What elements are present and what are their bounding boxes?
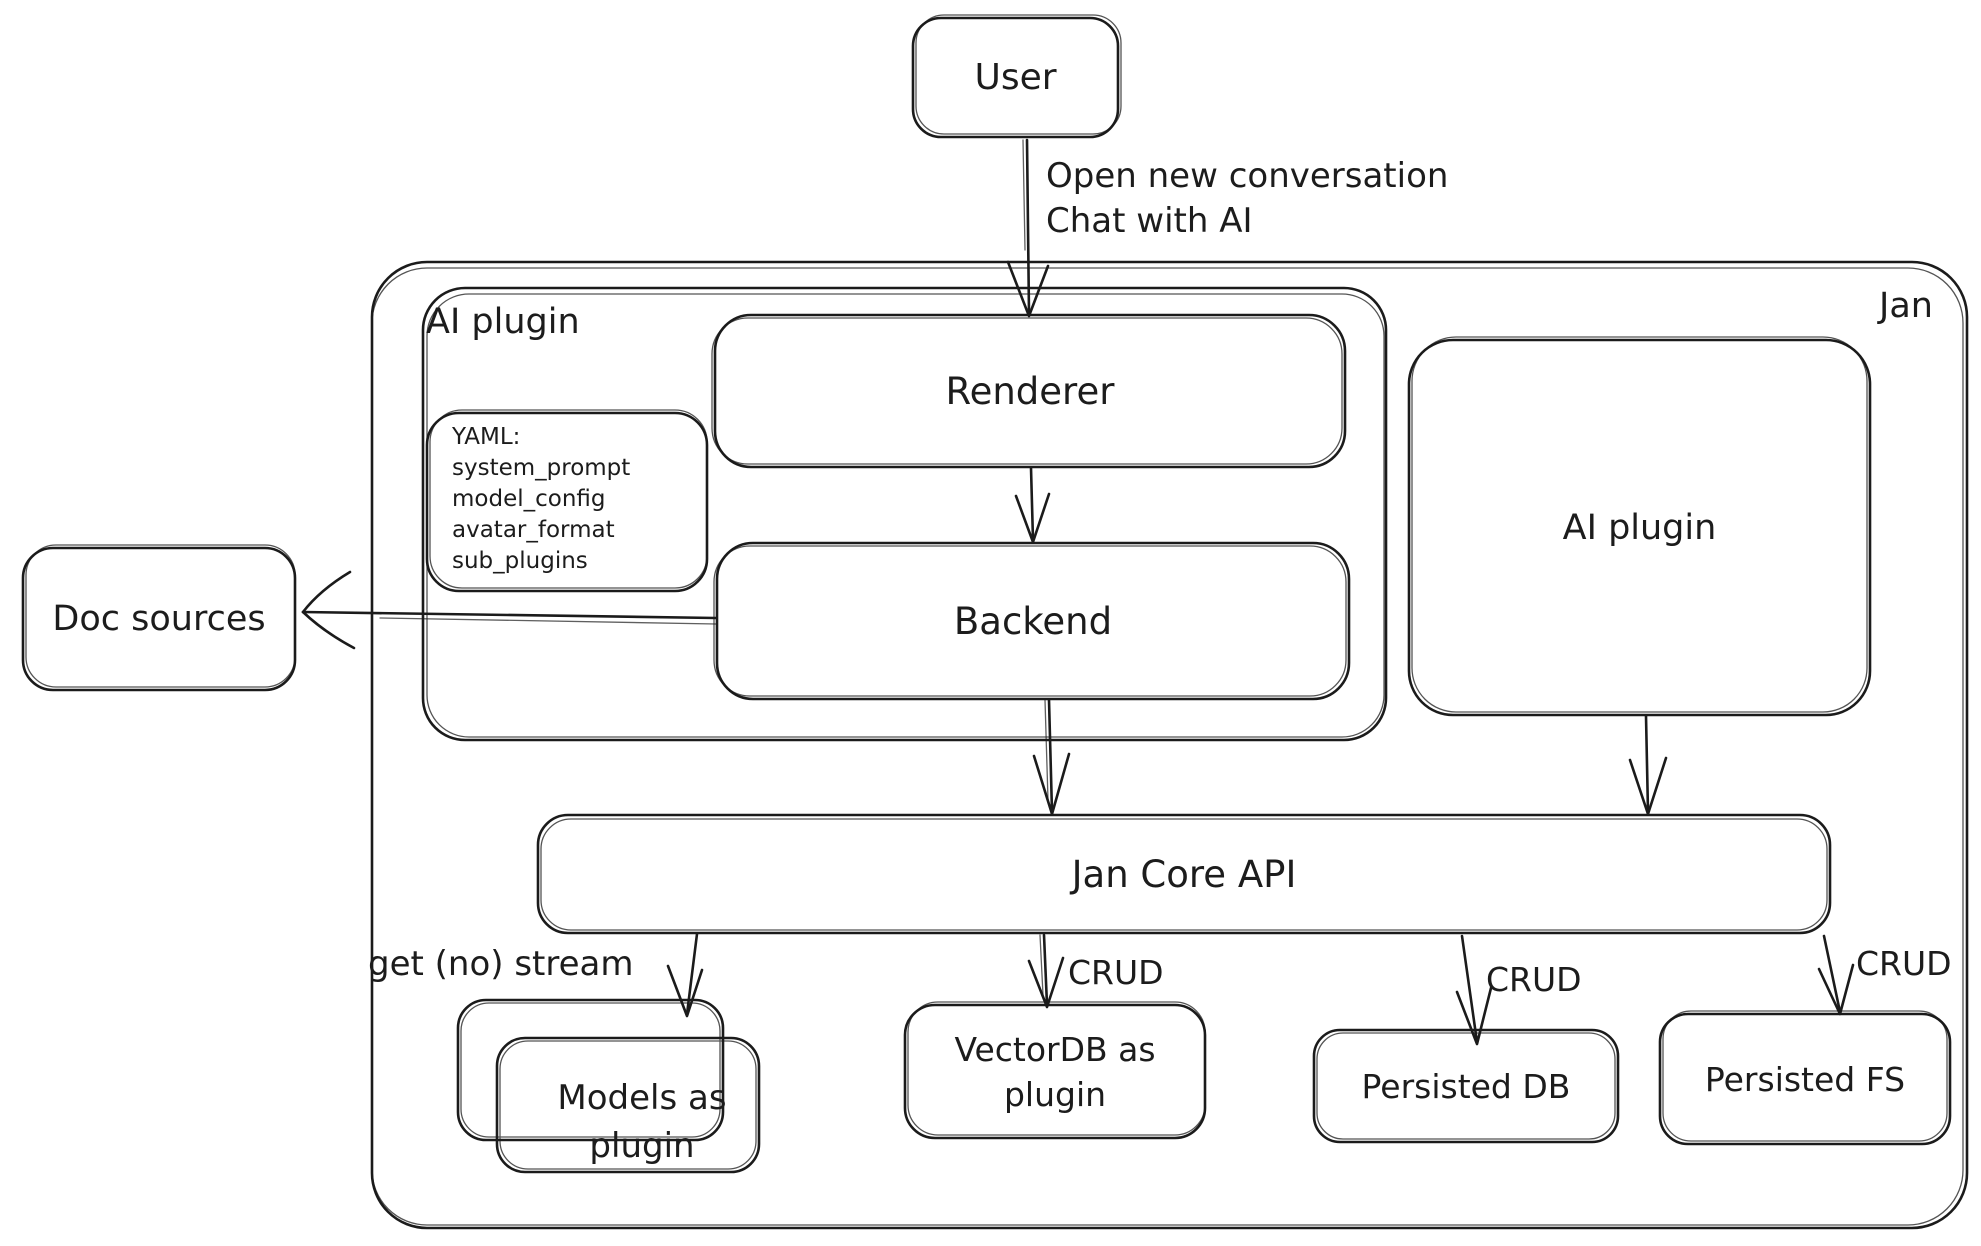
ai-plugin-right-label: AI plugin <box>1562 507 1717 548</box>
ai-plugin-left-box-sketch <box>426 293 1385 738</box>
vectordb-line1: VectorDB as <box>954 1030 1156 1069</box>
crud-label-persisted-fs: CRUD <box>1856 944 1952 983</box>
jan-core-api-box <box>536 813 1832 935</box>
doc-sources-box-sketch <box>25 544 296 688</box>
yaml-line: avatar_format <box>452 517 615 543</box>
models-as-plugin-line1: Models as <box>557 1078 727 1118</box>
user-edge-label: Open new conversation Chat with AI <box>1046 154 1448 244</box>
arrow-user-to-renderer-sketch <box>1022 139 1026 251</box>
jan-core-api-box-sketch <box>540 818 1828 931</box>
persisted-fs-box <box>1658 1012 1952 1146</box>
user-box <box>911 16 1120 139</box>
backend-box-sketch <box>713 545 1347 697</box>
vectordb-line2: plugin <box>1003 1075 1107 1114</box>
arrowhead-core-to-vectordb <box>1027 956 1065 1009</box>
user-edge-label-line1: Open new conversation <box>1046 156 1449 196</box>
doc-sources-label: Doc sources <box>52 599 266 639</box>
persisted-fs-box-sketch <box>1662 1010 1948 1142</box>
user-box-sketch <box>915 14 1122 135</box>
arrowhead-aiplugin-to-core <box>1628 756 1668 816</box>
arrow-core-to-persistedfs <box>1822 934 1842 1014</box>
arrow-core-to-vectordb-sketch <box>1039 934 1044 996</box>
arrow-backend-to-docsources-sketch <box>379 617 717 625</box>
backend-label: Backend <box>953 599 1113 643</box>
jan-box-sketch <box>371 267 1964 1226</box>
ai-plugin-right-box <box>1407 338 1872 717</box>
persisted-db-box <box>1312 1028 1620 1144</box>
yaml-line: system_prompt <box>452 455 631 481</box>
yaml-line: sub_plugins <box>452 548 588 574</box>
sketch-overstrokes <box>25 14 1964 1226</box>
arrowhead-user-to-renderer <box>1006 260 1050 318</box>
arrowhead-backend-to-core <box>1032 752 1071 816</box>
arrowhead-backend-to-docsources-top <box>301 570 352 614</box>
arrow-core-to-vectordb <box>1042 933 1049 1007</box>
persisted-db-label: Persisted DB <box>1361 1066 1571 1106</box>
models-as-plugin-label: Models as plugin <box>497 1062 787 1182</box>
vectordb-label: VectorDB as plugin <box>905 1012 1205 1132</box>
renderer-box-sketch <box>711 317 1343 465</box>
arrows <box>301 138 1855 1046</box>
renderer-label: Renderer <box>945 369 1115 413</box>
ai-plugin-left-label: AI plugin <box>426 302 580 342</box>
models-back-box-sketch <box>460 1002 721 1138</box>
arrow-user-to-renderer <box>1025 138 1031 316</box>
arrow-core-to-persisteddb <box>1460 934 1479 1044</box>
get-no-stream-label: get (no) stream <box>368 944 634 984</box>
jan-core-api-label: Jan Core API <box>1071 852 1297 896</box>
models-back-box <box>456 998 725 1142</box>
arrow-core-to-models <box>685 932 699 1016</box>
arrow-renderer-to-backend <box>1029 466 1035 542</box>
persisted-db-box-sketch <box>1316 1032 1616 1140</box>
yaml-line: YAML: <box>452 424 521 450</box>
arrow-backend-to-docsources <box>301 610 718 620</box>
models-as-plugin-line2: plugin <box>589 1126 695 1166</box>
persisted-fs-label: Persisted FS <box>1704 1059 1906 1099</box>
arrowhead-backend-to-docsources-bottom <box>301 610 356 650</box>
models-front-box <box>495 1036 761 1174</box>
arrowhead-core-to-models <box>666 964 704 1018</box>
yaml-line: model_config <box>452 486 606 512</box>
jan-label: Jan <box>1879 286 1933 326</box>
vectordb-box-sketch <box>907 1001 1206 1136</box>
crud-label-vectordb: CRUD <box>1068 953 1164 992</box>
stroke-group <box>21 14 1969 1230</box>
arrowhead-core-to-persisteddb <box>1455 986 1493 1046</box>
user-label: User <box>974 57 1057 98</box>
ai-plugin-left-box <box>421 286 1388 742</box>
yaml-note: YAML: system_prompt model_config avatar_… <box>452 422 692 577</box>
arrowhead-core-to-persistedfs <box>1817 963 1855 1016</box>
arrow-backend-to-core-sketch <box>1044 699 1049 801</box>
crud-label-persisted-db: CRUD <box>1486 960 1582 999</box>
yaml-note-box-sketch <box>429 409 708 589</box>
arrow-backend-to-core <box>1047 698 1054 814</box>
arrowhead-renderer-to-backend <box>1014 492 1051 544</box>
ai-plugin-right-box-sketch <box>1411 336 1868 713</box>
arrow-aiplugin-to-core <box>1644 714 1650 814</box>
models-front-box-sketch <box>499 1040 757 1170</box>
user-edge-label-line2: Chat with AI <box>1046 201 1253 241</box>
